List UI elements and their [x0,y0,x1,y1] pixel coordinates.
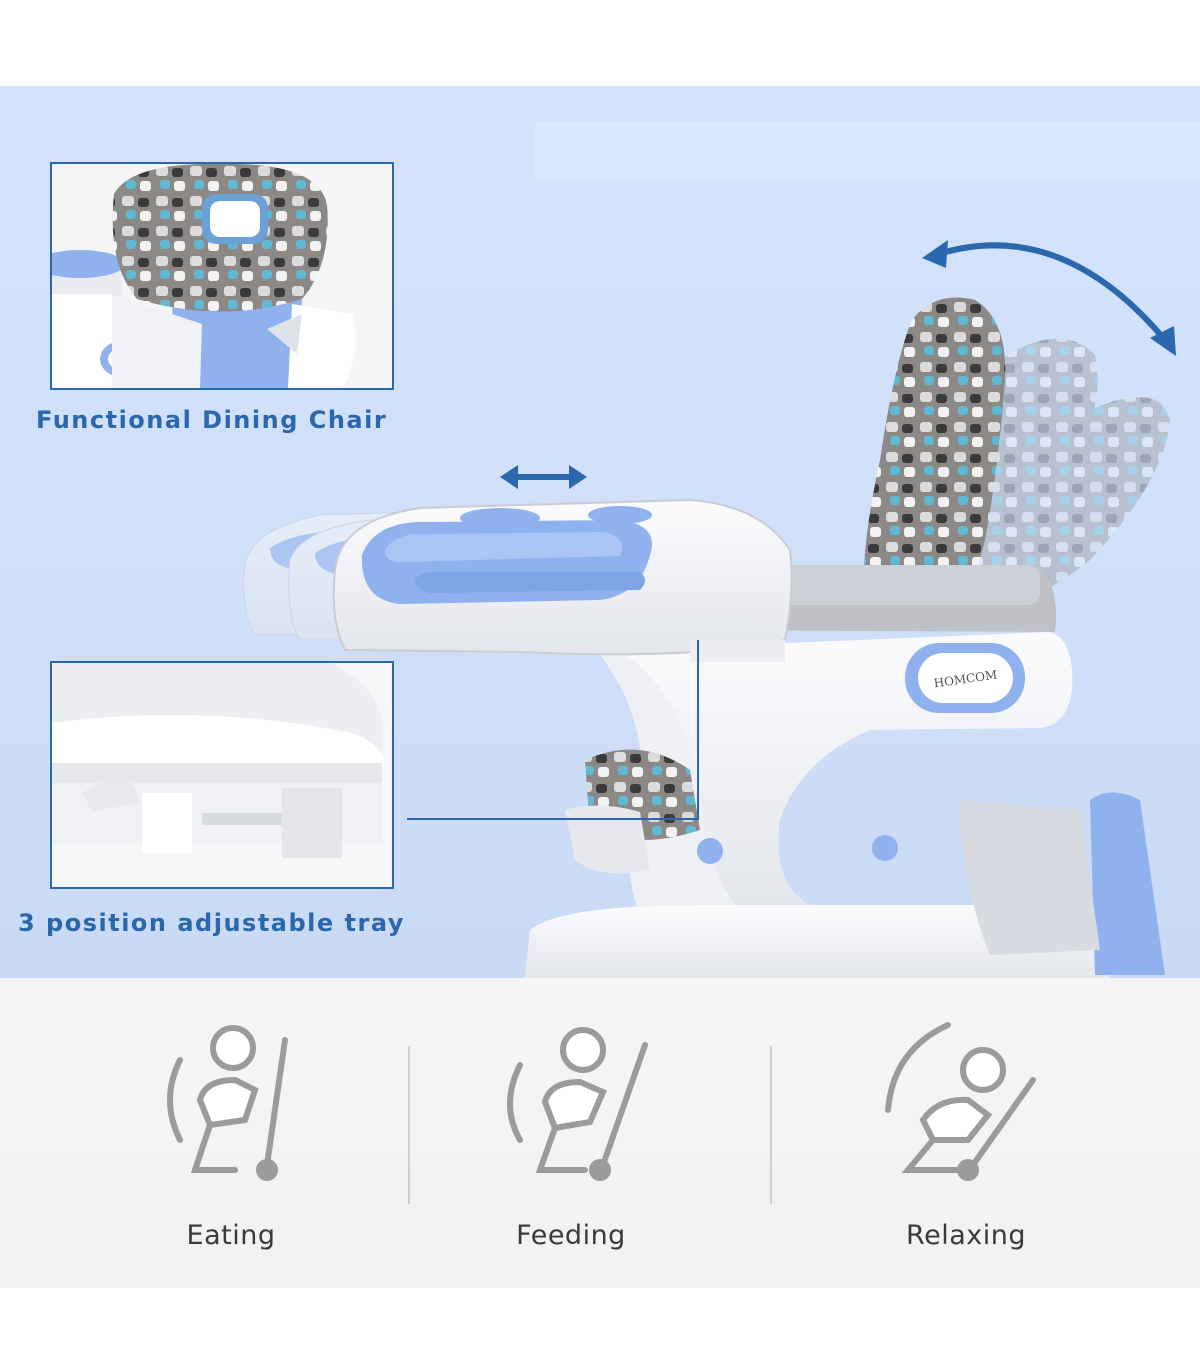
recline-arrow-icon [922,240,1176,356]
recline-feeding-icon [507,1027,648,1181]
recline-eating-icon [167,1025,288,1181]
dining-chair-closeup [50,162,394,390]
position-label-eating: Eating [186,1220,276,1251]
positions-panel [0,978,1200,1288]
position-label-feeding: Feeding [516,1220,626,1251]
high-chair-photo: HOMCOM [243,240,1176,978]
position-label-relaxing: Relaxing [906,1220,1026,1251]
tray-caption: 3 position adjustable tray [18,909,405,937]
dining-chair-caption: Functional Dining Chair [36,406,388,434]
recline-relaxing-icon [885,1022,1036,1181]
tray-closeup [50,661,394,889]
slide-arrow-icon [500,465,587,489]
